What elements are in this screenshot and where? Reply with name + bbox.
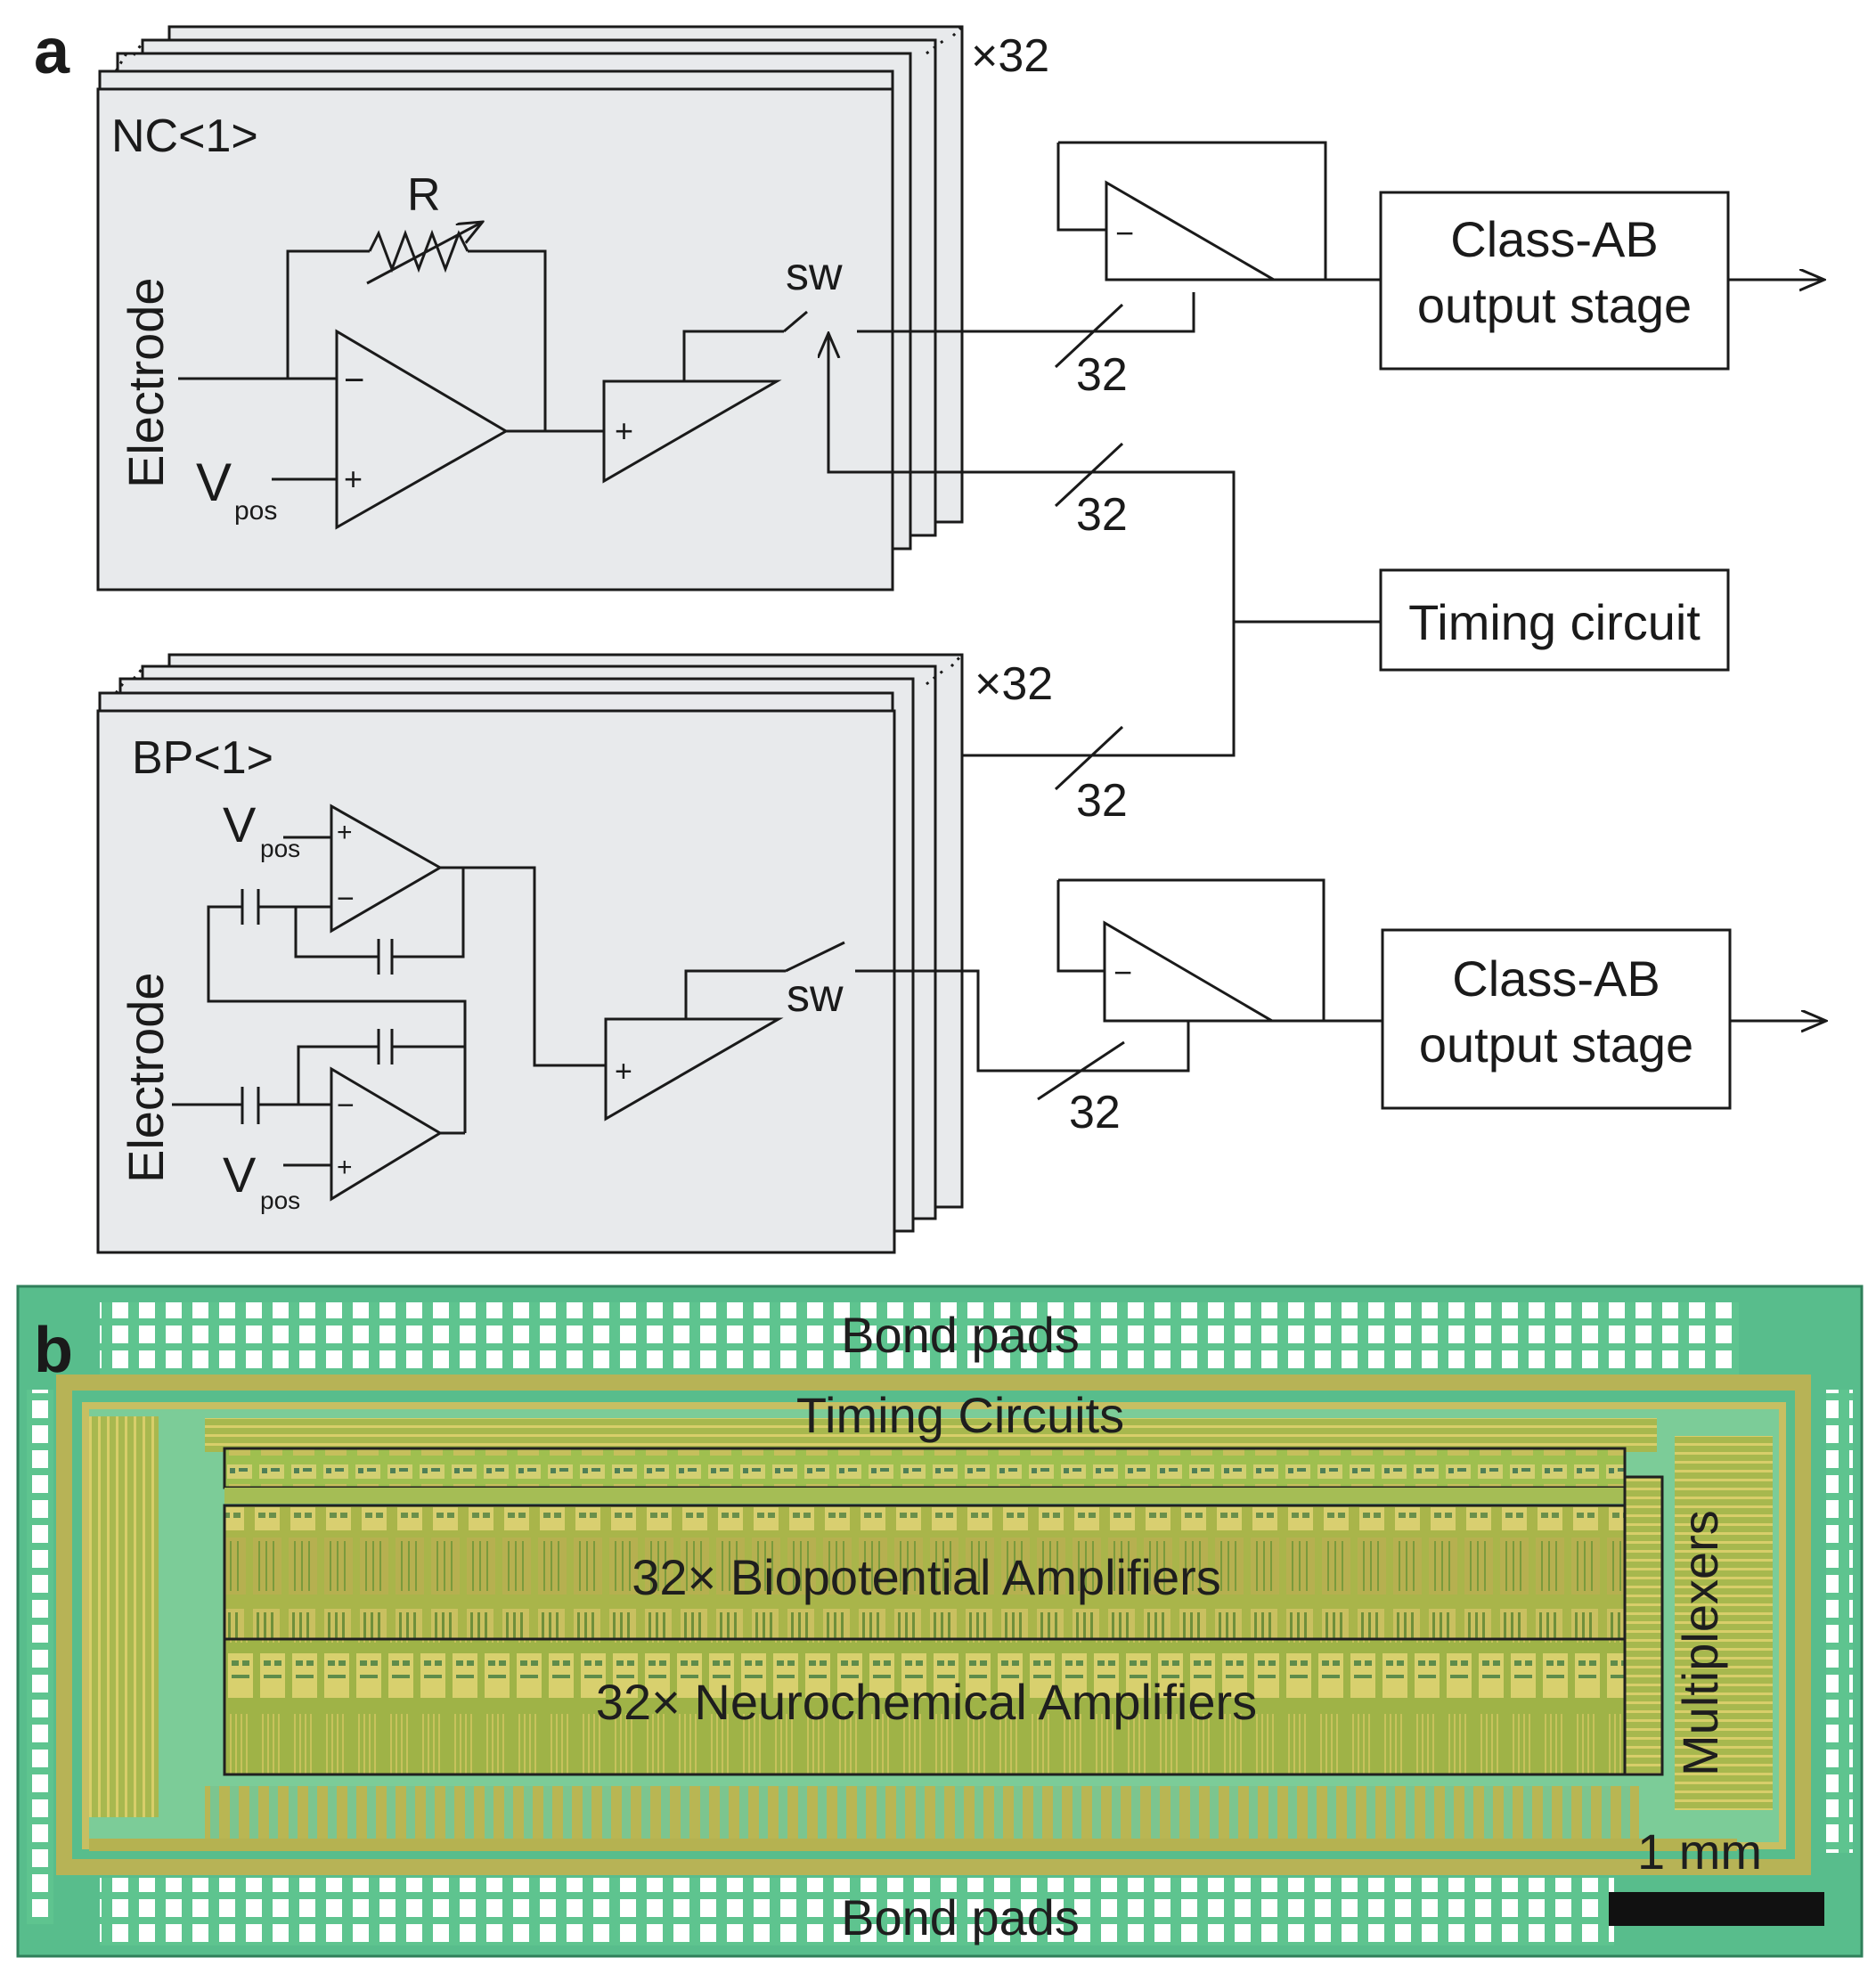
left-bond-pads	[27, 1390, 53, 1924]
panel-b: b Bond pads Timing Circuits 32× Biopoten…	[16, 1285, 1864, 1958]
bp-bus-width: 32	[1069, 1087, 1121, 1138]
top-bond-pads	[100, 1302, 1739, 1377]
nc-bus-slash	[1054, 303, 1124, 369]
nc-buffer-out-wire	[682, 330, 784, 381]
timing-circuit-box	[1379, 568, 1730, 672]
bp-stack-dots-right	[926, 653, 964, 686]
bond-pads-bottom-label: Bond pads	[841, 1889, 1080, 1945]
bp-interstage-wire	[207, 905, 467, 1133]
bp-lower-vpos-label: V	[223, 1146, 257, 1203]
multiplexers-block	[1623, 1475, 1664, 1776]
multiplexers-label: Multiplexers	[1672, 1510, 1728, 1776]
nc-resistor-arrow	[366, 223, 481, 285]
nc-vpos-label: V	[196, 453, 232, 512]
timing-circuit-label: Timing circuit	[1408, 594, 1701, 650]
nc-block	[96, 87, 894, 591]
nc-output-stage-box	[1379, 191, 1730, 371]
bond-pads-top-label: Bond pads	[841, 1307, 1080, 1363]
bp-upper-vpos-sub: pos	[260, 835, 300, 862]
nc-resistor	[368, 229, 469, 273]
nc-output-stage-line2: output stage	[1417, 277, 1692, 333]
bp-buffer-opamp	[604, 1017, 784, 1122]
nc-mux-opamp	[1105, 180, 1279, 281]
bottom-bond-pads	[100, 1878, 1614, 1945]
nc-block-title: NC<1>	[111, 110, 258, 162]
bp-lower-opamp	[330, 1066, 443, 1202]
nc-timing-bus	[827, 463, 1381, 624]
bp-switch-label: sw	[787, 970, 844, 1022]
nc-buffer-plus: +	[615, 412, 633, 449]
bp-timing-slash	[1054, 725, 1124, 791]
nc-output-bus	[857, 292, 1195, 333]
nc-opamp-plus: +	[344, 461, 363, 497]
panel-a-letter: a	[34, 16, 70, 87]
bp-upper-fb-wire	[294, 907, 379, 958]
bp-upper-plus: +	[337, 818, 353, 847]
nc-block-stack	[96, 25, 964, 591]
right-routing	[1675, 1436, 1773, 1810]
bp-upper-vpos-label: V	[223, 796, 257, 852]
left-routing	[89, 1416, 159, 1817]
nc-output-stage-line1: Class-AB	[1450, 211, 1658, 267]
timing-circuits-label: Timing Circuits	[796, 1387, 1124, 1443]
bp-output-stage-line2: output stage	[1419, 1016, 1693, 1073]
bp-output-stage-line1: Class-AB	[1452, 950, 1660, 1007]
nc-feedback-wire-left	[286, 249, 370, 379]
nc-mux-minus: −	[1115, 215, 1134, 251]
nc-resistor-label: R	[407, 169, 441, 221]
nc-vpos-sub: pos	[234, 496, 277, 526]
nc-switch	[783, 310, 808, 333]
nc-feedback-wire-right	[468, 249, 547, 431]
bp-mux-feedback-in	[1056, 880, 1105, 973]
nc-electrode-label: Electrode	[118, 277, 174, 488]
nc-stack-dots-right	[926, 25, 964, 55]
bp-amp-out-wire	[440, 866, 606, 1067]
panel-b-letter: b	[34, 1315, 73, 1386]
nc-timing-slash	[1054, 442, 1124, 508]
scale-bar	[1609, 1892, 1824, 1926]
bp-lower-vpos-sub: pos	[260, 1187, 300, 1214]
bp-stack-count: ×32	[975, 658, 1053, 710]
nc-switch-label: sw	[786, 249, 843, 300]
panel-a: a ×32 NC<1> Electrode R − + V pos +	[34, 16, 1824, 1254]
bottom-routing	[205, 1786, 1639, 1839]
nc-timing-width: 32	[1076, 489, 1128, 541]
bp-upper-minus: −	[337, 882, 355, 916]
nc-buffer-opamp	[602, 379, 782, 484]
bp-mux-minus: −	[1113, 954, 1132, 991]
nc-opamp-minus: −	[344, 361, 364, 400]
timing-circuits-block	[223, 1447, 1627, 1489]
bp-bus-slash	[1037, 1040, 1125, 1101]
bio-amplifiers-label: 32× Biopotential Amplifiers	[632, 1549, 1221, 1605]
bp-electrode-label: Electrode	[118, 972, 174, 1183]
bp-upper-opamp	[330, 803, 444, 934]
bp-output-stage-box	[1381, 928, 1732, 1110]
bp-lower-fb-wire	[297, 1045, 379, 1105]
right-bond-pads	[1826, 1390, 1853, 1853]
nc-stack-dots-left	[114, 39, 146, 72]
bp-lower-plus: +	[337, 1153, 353, 1182]
timing-strip	[205, 1418, 1657, 1452]
nc-stack-count: ×32	[971, 30, 1049, 82]
scale-bar-label: 1 mm	[1637, 1823, 1762, 1880]
bp-mux-opamp	[1103, 920, 1277, 1023]
power-ring	[56, 1374, 1811, 1875]
bp-output-bus	[855, 969, 1190, 1073]
bp-upper-fb-wire-2	[392, 868, 465, 958]
bp-timing-width: 32	[1076, 775, 1128, 827]
bp-lower-minus: −	[337, 1089, 355, 1122]
bp-block-title: BP<1>	[132, 732, 273, 784]
bp-switch	[785, 941, 845, 973]
nc-bus-width: 32	[1076, 349, 1128, 401]
bp-block	[96, 709, 896, 1254]
bp-buffer-plus: +	[615, 1055, 632, 1089]
bp-buffer-out-wire	[684, 969, 786, 1019]
nc-mux-feedback-in	[1056, 143, 1106, 232]
bp-stack-dots-left	[114, 665, 146, 694]
nc-tia-opamp	[335, 329, 509, 530]
neuro-amplifiers-label: 32× Neurochemical Amplifiers	[596, 1674, 1257, 1730]
bp-block-stack	[96, 653, 964, 1254]
